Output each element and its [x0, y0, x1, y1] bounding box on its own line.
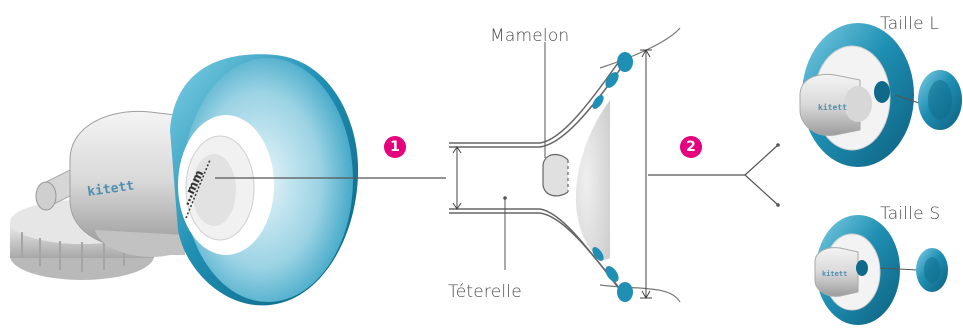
size-s-brand-text: kitett: [822, 270, 847, 278]
dimension-2: [640, 50, 652, 298]
nipple-shape: [543, 155, 568, 196]
step-1-badge: 1: [384, 136, 406, 158]
size-l-brand-text: kitett: [818, 102, 847, 112]
nipple-label: Mamelon: [490, 26, 569, 46]
size-l-label: Taille L: [880, 14, 939, 34]
breast-shape: [576, 100, 610, 260]
size-s-label: Taille S: [880, 204, 940, 224]
size-s-product: kitett: [815, 215, 948, 325]
dimension-1: [453, 147, 461, 209]
step-2-badge: 2: [680, 136, 702, 158]
funnel-flange: …mm: [170, 54, 358, 305]
size-l-product: kitett: [800, 23, 962, 167]
flange-label: Téterelle: [448, 282, 522, 302]
breast-pump-illustration: kitett …mm: [10, 54, 446, 305]
cross-section-diagram: [449, 28, 780, 302]
